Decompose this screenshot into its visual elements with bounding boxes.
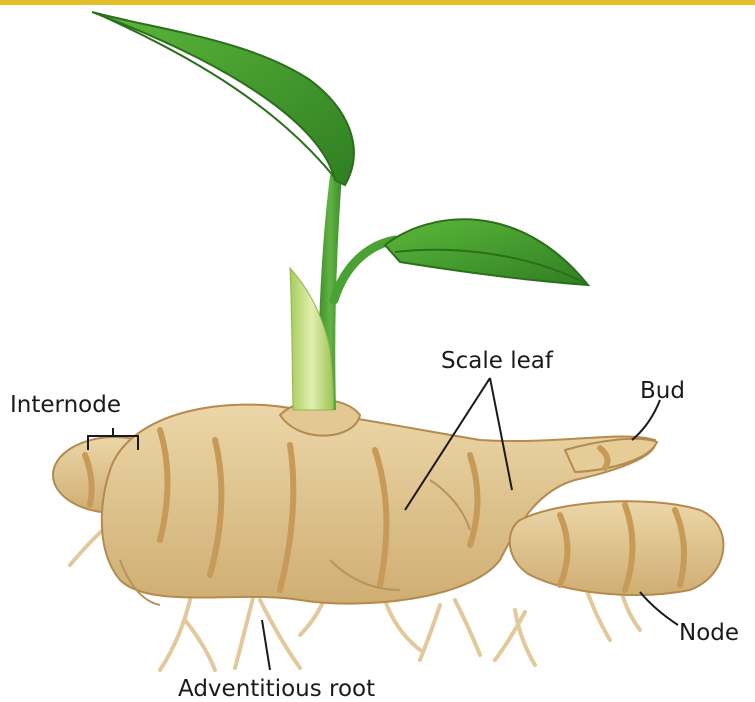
label-scale-leaf: Scale leaf xyxy=(441,350,553,373)
shoot xyxy=(290,175,395,410)
label-adventitious-root: Adventitious root xyxy=(178,678,375,701)
label-node: Node xyxy=(679,622,739,645)
adventitious-root-pointer xyxy=(262,620,270,670)
leaves xyxy=(92,12,588,285)
rhizome xyxy=(53,400,723,605)
label-internode: Internode xyxy=(10,394,121,417)
bud-pointer xyxy=(632,400,660,440)
label-bud: Bud xyxy=(640,380,685,403)
node-pointer xyxy=(640,592,678,625)
